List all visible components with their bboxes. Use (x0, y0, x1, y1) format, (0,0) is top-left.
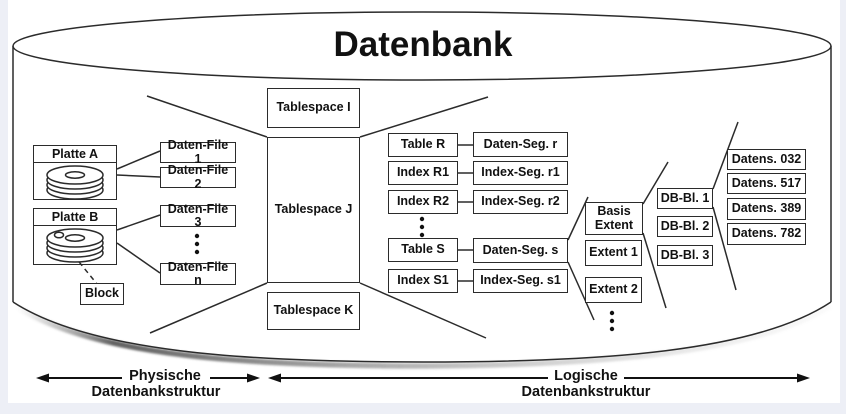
tablespace-fan-lines (146, 95, 489, 339)
disk-icon-platte-a (46, 165, 104, 200)
index-r1-box: Index R1 (388, 161, 458, 185)
basis-extent-box: Basis Extent (585, 202, 643, 235)
tablespace-j-box: Tablespace J (267, 137, 360, 283)
index-r2-box: Index R2 (388, 190, 458, 214)
db-block-1-box: DB-Bl. 1 (657, 188, 713, 209)
extent-2-box: Extent 2 (585, 277, 642, 303)
legend-logical-line2: Datenbankstruktur (521, 384, 651, 400)
disk-platte-b: Platte B (33, 208, 117, 265)
logical-structure-arrow (268, 373, 810, 383)
record-032-box: Datens. 032 (727, 149, 806, 170)
table-s-box: Table S (388, 238, 458, 262)
tablespace-k-box: Tablespace K (267, 292, 360, 330)
disk-icon-platte-b (46, 228, 104, 263)
index-s1-box: Index S1 (388, 269, 458, 293)
extent-1-box: Extent 1 (585, 240, 642, 266)
block-box: Block (80, 283, 124, 305)
tablespace-i-box: Tablespace I (267, 88, 360, 128)
legend-physical-line1: Physische (129, 368, 201, 384)
object-segment-connectors (458, 144, 473, 282)
db-block-2-box: DB-Bl. 2 (657, 216, 713, 237)
record-389-box: Datens. 389 (727, 198, 806, 220)
segment-extent-fan (567, 196, 595, 321)
extent-dbblock-fan (642, 161, 669, 309)
record-782-box: Datens. 782 (727, 223, 806, 245)
cylinder-bottom-shadow (15, 303, 832, 369)
daten-seg-r-box: Daten-Seg. r (473, 132, 568, 157)
physical-structure-arrow (36, 373, 260, 383)
diagram-title: Datenbank (333, 25, 513, 64)
record-517-box: Datens. 517 (727, 173, 806, 194)
daten-file-2-box: Daten-File 2 (160, 164, 236, 190)
arrowhead-left (268, 373, 281, 383)
extents-ellipsis-dots (609, 310, 615, 332)
daten-seg-s-box: Daten-Seg. s (473, 238, 568, 263)
block-marker-on-disk (53, 231, 65, 239)
disk-platte-b-label: Platte B (34, 209, 116, 226)
arrowhead-right (247, 373, 260, 383)
index-seg-s1-box: Index-Seg. s1 (473, 269, 568, 293)
database-cylinder-icon (12, 11, 832, 369)
db-block-3-box: DB-Bl. 3 (657, 245, 713, 266)
arrowhead-left (36, 373, 49, 383)
daten-file-n-box: Daten-File n (160, 260, 236, 287)
daten-file-3-box: Daten-File 3 (160, 202, 236, 229)
arrowhead-right (797, 373, 810, 383)
files-ellipsis-dots (194, 233, 200, 255)
index-seg-r2-box: Index-Seg. r2 (473, 190, 568, 214)
index-seg-r1-box: Index-Seg. r1 (473, 161, 568, 185)
objects-ellipsis-dots (419, 216, 425, 238)
disk-platte-a: Platte A (33, 145, 117, 200)
daten-file-1-box: Daten-File 1 (160, 139, 236, 165)
table-r-box: Table R (388, 133, 458, 157)
disk-platte-a-label: Platte A (34, 146, 116, 163)
legend-physical-line2: Datenbankstruktur (91, 384, 221, 400)
dbblock-record-fan (712, 121, 739, 291)
legend-logical-line1: Logische (554, 368, 618, 384)
